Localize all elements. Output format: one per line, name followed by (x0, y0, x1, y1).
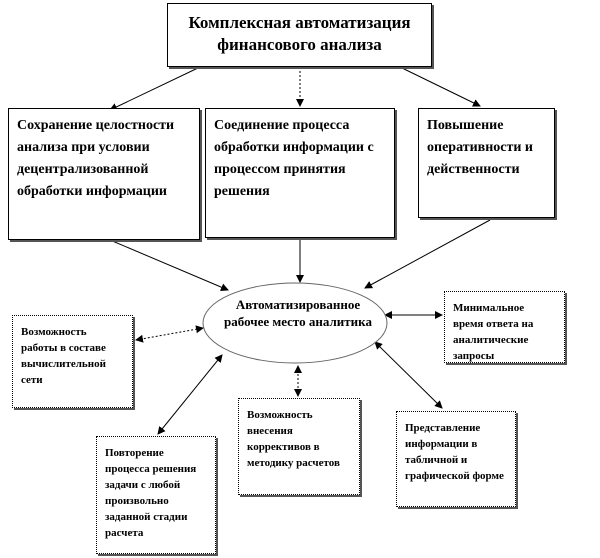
center-ellipse (202, 282, 388, 364)
center-label: Автоматизированное рабочее место аналити… (224, 297, 372, 329)
feature-repeat: Повторение процесса решения задачи с люб… (96, 436, 216, 554)
arrow-title-right (399, 66, 481, 107)
arrow-network (135, 325, 204, 343)
feature-corrections: Возможность внесения коррективов в метод… (238, 398, 360, 495)
arrow-right-center (364, 219, 491, 289)
goal-box-efficiency: Повышение оперативности и действенности (418, 108, 555, 218)
feature-network: Возможность работы в составе вычислитель… (12, 315, 133, 408)
arrow-title-left (109, 66, 201, 111)
arrow-repeat (157, 354, 223, 435)
arrow-presentation (374, 341, 443, 409)
arrow-left-center (109, 239, 229, 291)
goal-box-connection: Соединение процесса обработки информации… (205, 108, 395, 238)
feature-presentation: Представление информации в табличной и г… (396, 411, 516, 507)
goal-box-integrity: Сохранение целостности анализа при услов… (8, 108, 200, 240)
feature-response: Минимальное время ответа на аналитически… (444, 291, 565, 363)
title-box: Комплексная автоматизация финансового ан… (167, 3, 432, 67)
